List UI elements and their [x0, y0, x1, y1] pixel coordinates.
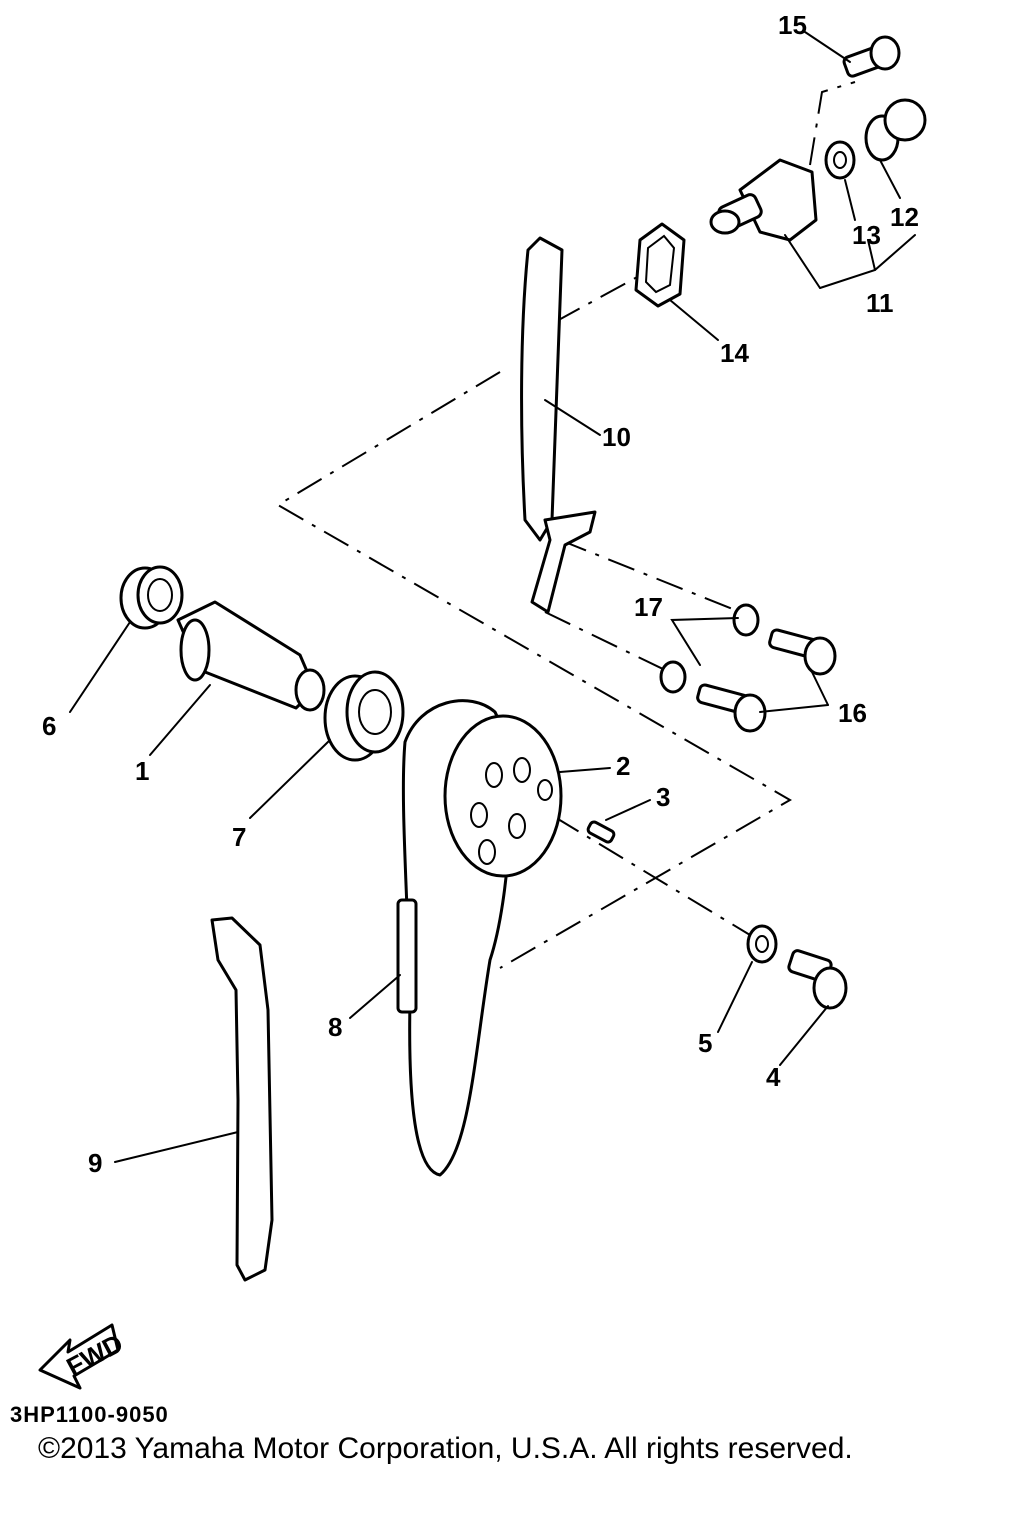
part-16-bolts — [696, 628, 837, 733]
callout-17: 17 — [634, 592, 663, 622]
leader-lines — [69, 31, 916, 1163]
callout-12: 12 — [890, 202, 919, 232]
callout-2: 2 — [616, 751, 630, 781]
callout-10: 10 — [602, 422, 631, 452]
callout-3: 3 — [656, 782, 670, 812]
part-9-chain-guide — [210, 916, 274, 1282]
part-10-chain-guide-tensioner — [520, 236, 597, 614]
callout-9: 9 — [88, 1148, 102, 1178]
callout-5: 5 — [698, 1028, 712, 1058]
callout-1: 1 — [135, 756, 149, 786]
callout-11: 11 — [866, 288, 894, 318]
part-4-bolt — [787, 949, 848, 1010]
drawing-code: 3HP1100-9050 — [10, 1402, 169, 1427]
part-8-cam-chain — [396, 699, 512, 1177]
callout-7: 7 — [232, 822, 246, 852]
part-6-bearing — [119, 565, 184, 630]
part-5-washer — [746, 924, 778, 964]
callout-6: 6 — [42, 711, 56, 741]
part-1-camshaft — [176, 600, 326, 712]
callout-13: 13 — [852, 220, 881, 250]
part-3-dowel-pin — [586, 820, 616, 844]
part-11-tensioner — [709, 158, 818, 242]
callout-8: 8 — [328, 1012, 342, 1042]
part-13-washer — [824, 140, 856, 180]
callout-labels: 15 12 13 11 14 10 17 16 2 3 6 1 7 8 9 5 … — [42, 10, 919, 1178]
callout-15: 15 — [778, 10, 807, 40]
part-2-cam-sprocket — [443, 714, 563, 878]
callout-14: 14 — [720, 338, 749, 368]
assembly-reference-lines — [276, 81, 856, 969]
part-12-plug — [864, 98, 927, 162]
fwd-arrow-icon: FWD — [38, 1323, 128, 1390]
part-17-washers — [659, 603, 760, 694]
part-7-bearing — [323, 670, 405, 762]
copyright-notice: ©2013 Yamaha Motor Corporation, U.S.A. A… — [38, 1432, 853, 1465]
part-14-gasket — [634, 222, 686, 308]
callout-16: 16 — [838, 698, 867, 728]
callout-4: 4 — [766, 1062, 781, 1092]
part-15-bolt — [842, 35, 901, 78]
